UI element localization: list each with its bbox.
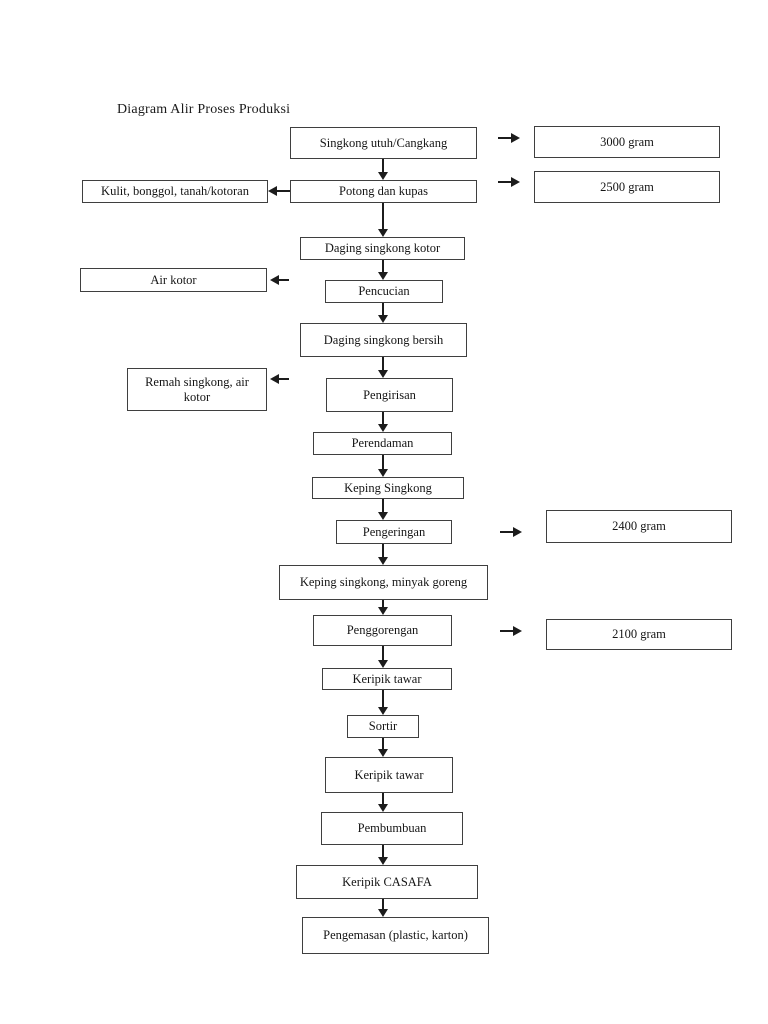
- byproduct-air-kotor: Air kotor: [80, 268, 267, 292]
- arrow-down-icon: [382, 412, 384, 424]
- arrow-down-icon: [382, 646, 384, 660]
- arrow-down-icon: [382, 203, 384, 229]
- flow-step-keripik-casafa: Keripik CASAFA: [296, 865, 478, 899]
- arrow-down-icon: [382, 499, 384, 512]
- arrow-down-icon: [382, 455, 384, 469]
- byproduct-remah-singkong-air-kotor: Remah singkong, air kotor: [127, 368, 267, 411]
- weight-2100-gram: 2100 gram: [546, 619, 732, 650]
- arrow-down-icon: [382, 899, 384, 909]
- arrow-right-icon: [498, 177, 520, 187]
- arrow-down-icon: [382, 357, 384, 370]
- flow-step-keripik-tawar-2: Keripik tawar: [325, 757, 453, 793]
- arrow-down-icon: [382, 303, 384, 315]
- arrow-right-icon: [500, 527, 522, 537]
- arrow-down-icon: [382, 260, 384, 272]
- flow-step-keping-singkong: Keping Singkong: [312, 477, 464, 499]
- arrow-down-icon: [382, 738, 384, 749]
- flow-step-daging-singkong-bersih: Daging singkong bersih: [300, 323, 467, 357]
- weight-2400-gram: 2400 gram: [546, 510, 732, 543]
- flow-step-sortir: Sortir: [347, 715, 419, 738]
- arrow-left-icon: [268, 186, 290, 196]
- weight-3000-gram: 3000 gram: [534, 126, 720, 158]
- arrow-down-icon: [382, 159, 384, 172]
- arrow-left-icon: [270, 374, 289, 384]
- byproduct-kulit-bonggol-tanah-kotoran: Kulit, bonggol, tanah/kotoran: [82, 180, 268, 203]
- flow-step-potong-dan-kupas: Potong dan kupas: [290, 180, 477, 203]
- diagram-title: Diagram Alir Proses Produksi: [117, 102, 291, 117]
- arrow-down-icon: [382, 600, 384, 607]
- arrow-right-icon: [498, 133, 520, 143]
- flow-step-keripik-tawar-1: Keripik tawar: [322, 668, 452, 690]
- arrow-down-icon: [382, 793, 384, 804]
- flow-step-daging-singkong-kotor: Daging singkong kotor: [300, 237, 465, 260]
- arrow-right-icon: [500, 626, 522, 636]
- flow-step-penggorengan: Penggorengan: [313, 615, 452, 646]
- weight-2500-gram: 2500 gram: [534, 171, 720, 203]
- arrow-left-icon: [270, 275, 289, 285]
- flow-step-pengeringan: Pengeringan: [336, 520, 452, 544]
- flow-step-keping-singkong-minyak-goreng: Keping singkong, minyak goreng: [279, 565, 488, 600]
- flow-step-pencucian: Pencucian: [325, 280, 443, 303]
- arrow-down-icon: [382, 845, 384, 857]
- arrow-down-icon: [382, 544, 384, 557]
- flow-step-perendaman: Perendaman: [313, 432, 452, 455]
- arrow-down-icon: [382, 690, 384, 707]
- flow-step-pembumbuan: Pembumbuan: [321, 812, 463, 845]
- flow-step-singkong-utuh-cangkang: Singkong utuh/Cangkang: [290, 127, 477, 159]
- flow-step-pengemasan: Pengemasan (plastic, karton): [302, 917, 489, 954]
- flow-step-pengirisan: Pengirisan: [326, 378, 453, 412]
